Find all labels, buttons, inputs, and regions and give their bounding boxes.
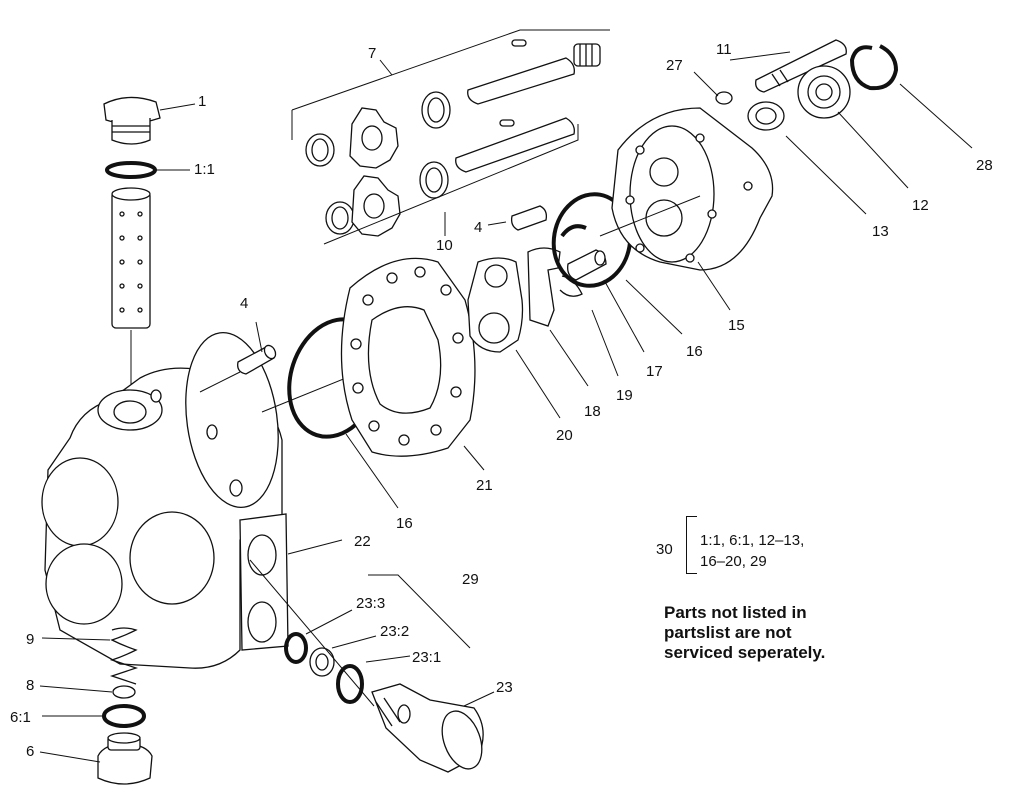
part-4-dowel-pin xyxy=(237,344,277,375)
kit-bracket xyxy=(686,516,697,574)
part-28-circlip xyxy=(849,44,899,91)
part-13-seal-ring xyxy=(747,101,785,131)
callout-11: 11 xyxy=(716,41,732,58)
part-10-driven-gear-set xyxy=(325,117,575,237)
part-1-plug xyxy=(103,96,161,145)
part-4-dowel-pin-upper xyxy=(510,205,548,231)
kit-number: 30 xyxy=(656,541,673,558)
part-12-bearing xyxy=(797,65,851,119)
kit-contents-line-1: 1:1, 6:1, 12–13, xyxy=(700,532,805,549)
callout-1-1: 1:1 xyxy=(194,161,215,178)
part-8-disc xyxy=(112,685,136,699)
callout-19: 19 xyxy=(616,387,633,404)
kit-contents-line-2: 16–20, 29 xyxy=(700,553,767,570)
part-15-end-cover xyxy=(611,107,774,271)
callout-13: 13 xyxy=(872,223,889,240)
callout-12: 12 xyxy=(912,197,929,214)
callout-18: 18 xyxy=(584,403,601,420)
callout-8: 8 xyxy=(26,677,34,694)
part-17-pin xyxy=(567,249,607,281)
part-16-o-ring-tab xyxy=(560,224,587,238)
callout-23-3: 23:3 xyxy=(356,595,385,612)
part-23-2-ring xyxy=(309,647,335,677)
callout-28: 28 xyxy=(976,157,993,174)
part-7-drive-gear-set xyxy=(305,39,601,169)
callout-23-1: 23:1 xyxy=(412,649,441,666)
service-note-line-3: serviced seperately. xyxy=(664,643,826,662)
part-6-plug xyxy=(97,732,153,785)
kit-contents: 1:1, 6:1, 12–13, 16–20, 29 xyxy=(700,530,804,572)
part-11-shaft xyxy=(755,39,847,93)
part-20-wear-plate xyxy=(467,257,524,353)
callout-29: 29 xyxy=(462,571,479,588)
callout-9: 9 xyxy=(26,631,34,648)
part-6-1-o-ring xyxy=(102,704,146,728)
callout-6-1: 6:1 xyxy=(10,709,31,726)
callout-4-left: 4 xyxy=(240,295,248,312)
part-27-washer xyxy=(715,91,733,105)
callout-22: 22 xyxy=(354,533,371,550)
callout-4-upper: 4 xyxy=(474,219,482,236)
service-note: Parts not listed in partslist are not se… xyxy=(664,603,964,663)
callout-27: 27 xyxy=(666,57,683,74)
service-note-line-2: partslist are not xyxy=(664,623,792,642)
callout-10: 10 xyxy=(436,237,453,254)
callout-7: 7 xyxy=(368,45,376,62)
callout-labels: 1 1:1 4 4 7 10 11 12 13 15 16 16 17 18 1… xyxy=(10,41,993,760)
callout-16-right: 16 xyxy=(686,343,703,360)
part-9-spring xyxy=(109,627,139,685)
service-note-line-1: Parts not listed in xyxy=(664,603,807,622)
callout-15: 15 xyxy=(728,317,745,334)
part-22-pump-housing xyxy=(41,331,289,669)
callout-21: 21 xyxy=(476,477,493,494)
callout-16-left: 16 xyxy=(396,515,413,532)
part-16-o-ring xyxy=(551,192,633,288)
part-21-gear-housing xyxy=(340,257,476,457)
callout-1: 1 xyxy=(198,93,206,110)
callout-23: 23 xyxy=(496,679,513,696)
callout-6: 6 xyxy=(26,743,34,760)
part-23-3-o-ring xyxy=(284,632,308,664)
callout-17: 17 xyxy=(646,363,663,380)
leader-lines xyxy=(39,51,973,763)
part-23-relief-valve xyxy=(371,683,484,773)
part-1-1-o-ring xyxy=(105,161,157,179)
perforated-tube xyxy=(111,187,151,329)
part-23-1-o-ring xyxy=(336,664,364,704)
callout-20: 20 xyxy=(556,427,573,444)
callout-23-2: 23:2 xyxy=(380,623,409,640)
